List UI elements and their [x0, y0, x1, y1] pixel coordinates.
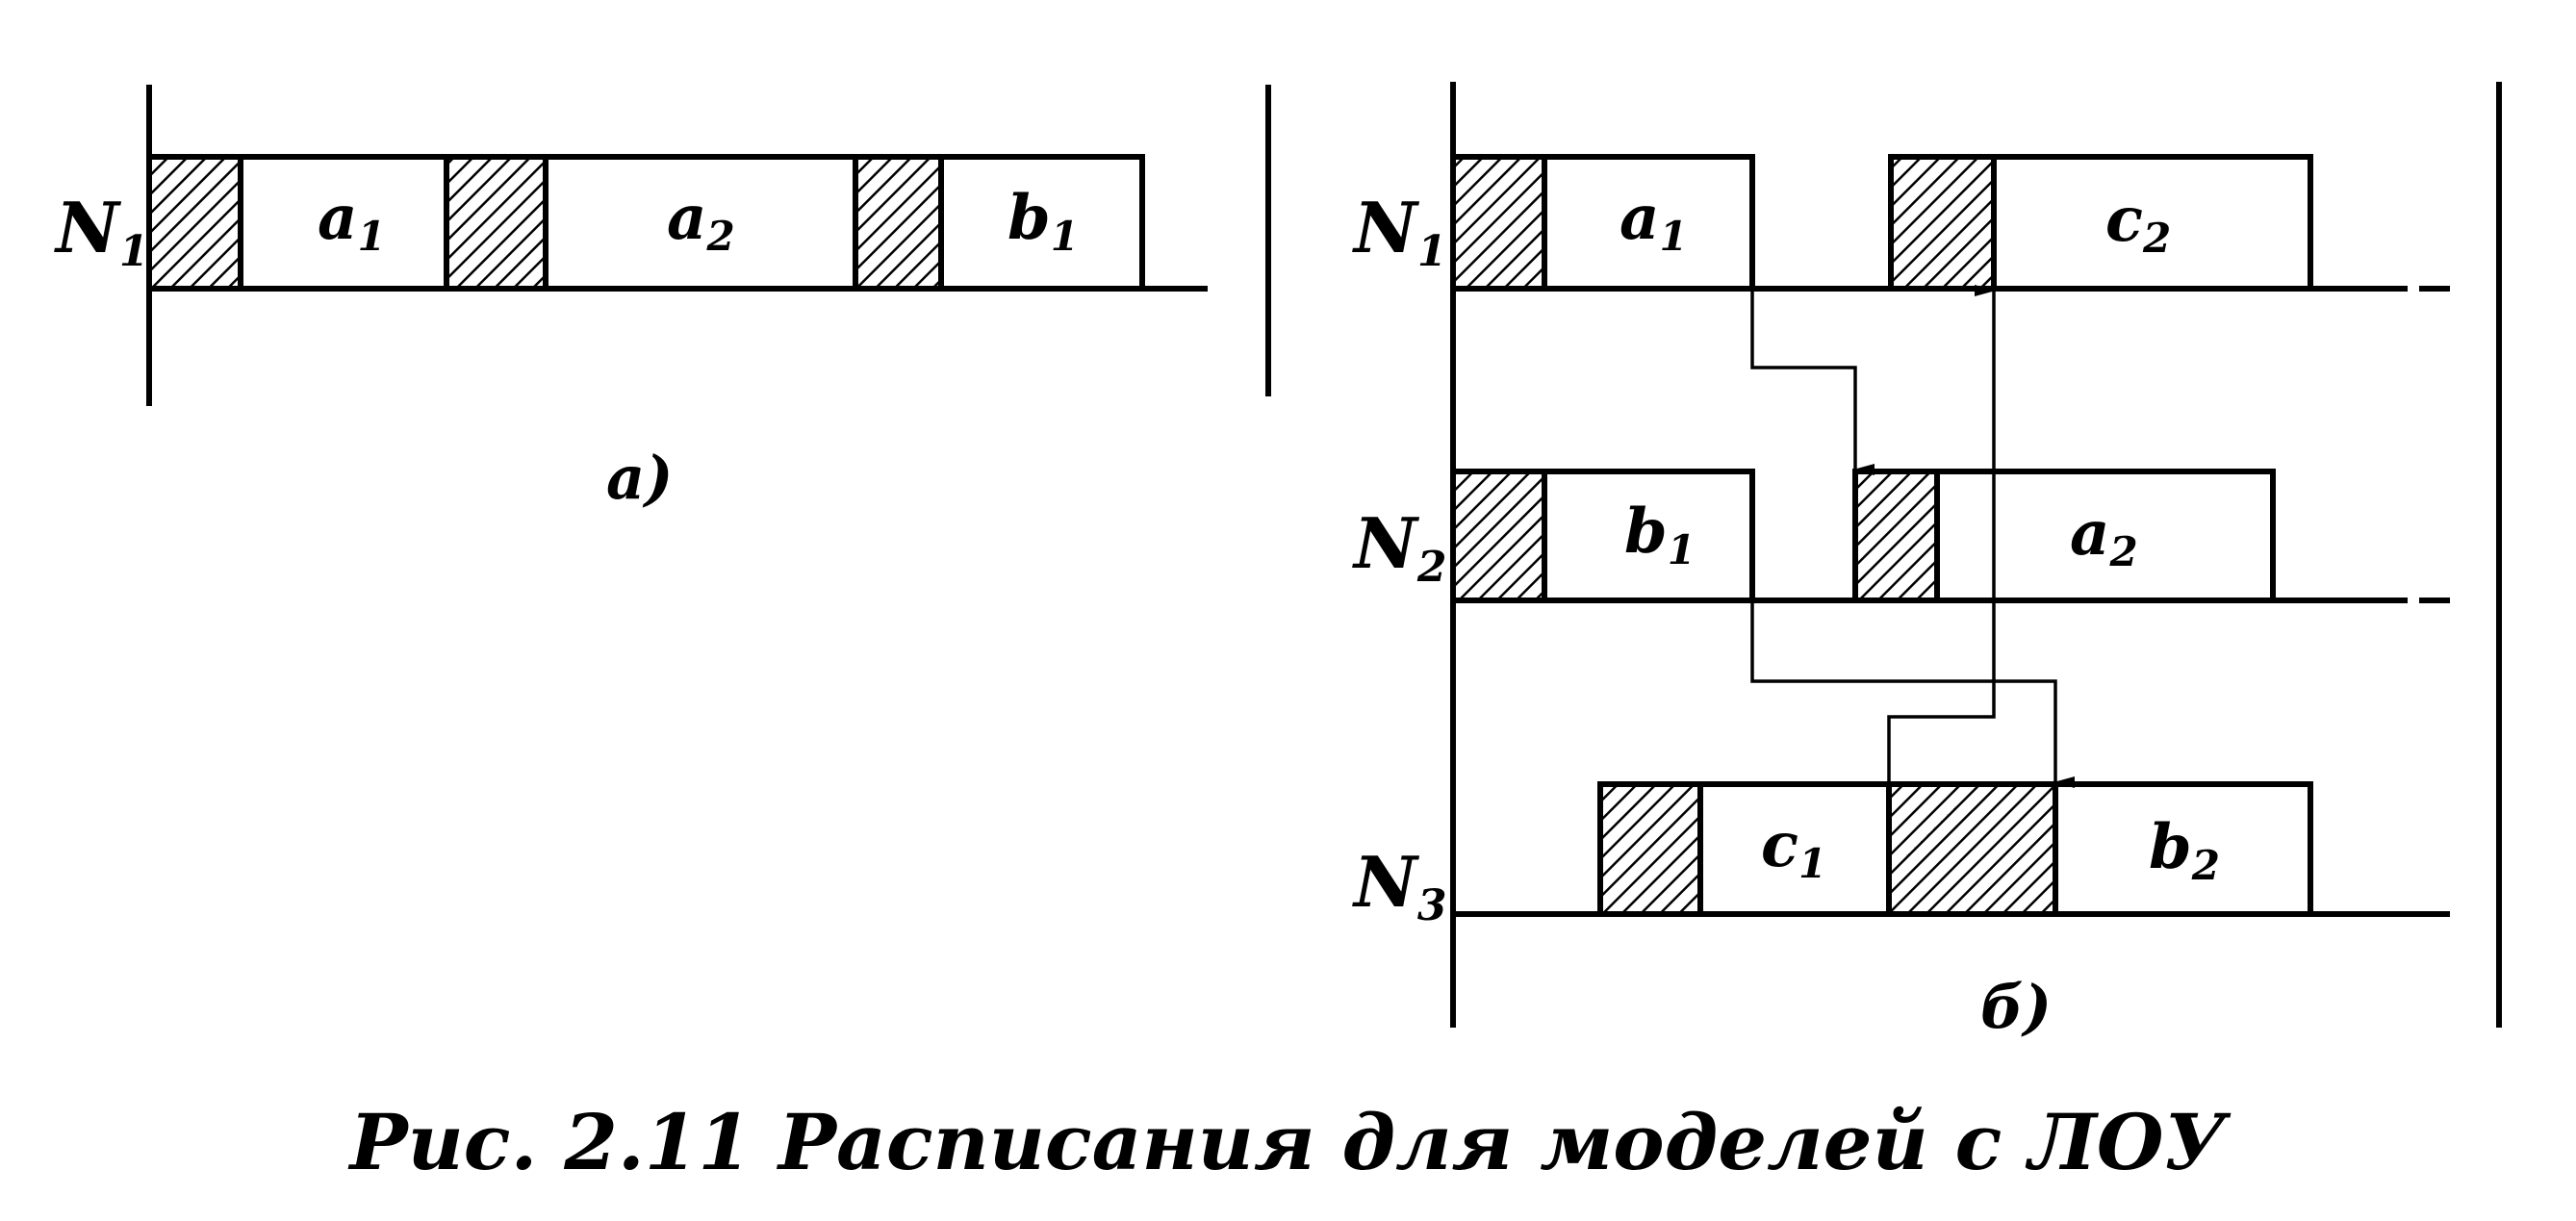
- panel-b-row-label-n1: N1: [1352, 187, 1446, 276]
- panel-b-hatched-setup-blocks: [1450, 154, 2058, 917]
- panel-a-block-label-b1: b1: [1007, 182, 1079, 260]
- panel-b-block-label-b2: b2: [2149, 811, 2220, 889]
- panel-b-label: б): [1980, 972, 2052, 1042]
- panel-a-block-label-a1: a1: [318, 182, 386, 260]
- panel-b-transfer-arrows: [1750, 285, 2075, 914]
- panel-b-row-label-n2: N2: [1352, 502, 1446, 592]
- panel-a-row-label: N1: [54, 187, 148, 276]
- panel-b-block-label-a1: a1: [1620, 182, 1688, 260]
- panel-b-row-label-n3: N3: [1352, 841, 1446, 930]
- panel-a-hatched-setup-blocks: [146, 154, 944, 292]
- panel-a-job-blocks: [238, 154, 1145, 292]
- panel-b-block-label-a2: a2: [2070, 497, 2138, 575]
- panel-a-block-label-a2: a2: [667, 182, 735, 260]
- panel-b-block-label-c2: c2: [2105, 184, 2171, 262]
- panel-a-label: а): [606, 443, 674, 513]
- figure-caption: Рис. 2.11 Расписания для моделей с ЛОУ: [349, 1097, 2227, 1187]
- panel-b-block-label-c1: c1: [1761, 809, 1826, 887]
- panel-b-block-label-b1: b1: [1624, 496, 1696, 573]
